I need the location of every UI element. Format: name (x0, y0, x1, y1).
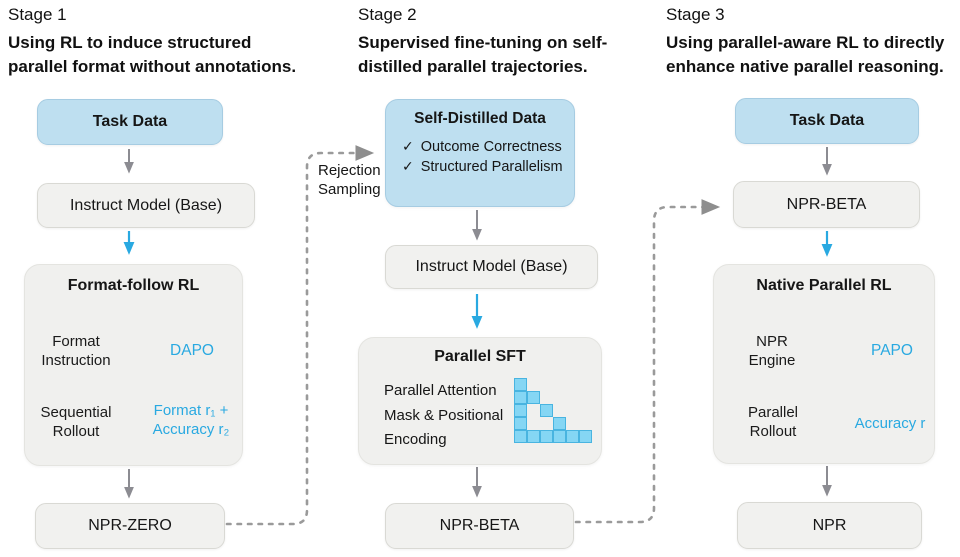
stage2-sft-title: Parallel SFT (434, 348, 526, 365)
stage2-instruct-model-box: Instruct Model (Base) (385, 245, 598, 289)
stage3-rl-algorithm: PAPO (871, 342, 913, 359)
stage2-sft-panel: Parallel SFT Parallel Attention Mask & P… (358, 337, 602, 465)
stage1-rl-panel: Format-follow RL Format Instruction Sequ… (24, 264, 243, 466)
mask-cell (514, 417, 527, 430)
mask-cell (514, 378, 527, 391)
stage2-sft-description: Parallel Attention Mask & Positional Enc… (384, 382, 504, 448)
stage1-instruct-model-label: Instruct Model (Base) (69, 196, 223, 214)
stage3-rl-step1: NPR Engine (748, 333, 796, 369)
stage2-subtitle: Supervised fine-tuning on self- distille… (358, 33, 608, 76)
stage1-task-data-label: Task Data (92, 113, 168, 130)
stage3-input-model-label: NPR-BETA (786, 195, 867, 213)
stage1-rl-step1: Format Instruction (41, 333, 111, 369)
stage2-instruct-model-label: Instruct Model (Base) (415, 258, 568, 275)
checklist-item-label: Structured Parallelism (420, 159, 563, 175)
checkmark-icon: ✓ (402, 138, 414, 154)
rejection-sampling-label: Rejection Sampling (318, 162, 381, 198)
attention-mask-icon (514, 378, 594, 444)
checklist-item: ✓ Outcome Correctness (402, 138, 563, 155)
mask-cell (527, 430, 540, 443)
checklist-item-label: Outcome Correctness (420, 139, 562, 155)
stage2-label: Stage 2 (358, 5, 417, 24)
mask-cell (540, 430, 553, 443)
stage1-output-box: NPR-ZERO (35, 503, 225, 549)
stage1-rl-step2: Sequential Rollout (40, 404, 112, 440)
stage3-rl-reward: Accuracy r (854, 415, 926, 432)
stage1-task-data-box: Task Data (37, 99, 223, 145)
stage1-label: Stage 1 (8, 5, 67, 24)
stage1-rl-reward: Format r₁ + Accuracy r₂ (152, 402, 230, 438)
stage3-output-label: NPR (812, 516, 847, 534)
mask-cell (579, 430, 592, 443)
checkmark-icon: ✓ (402, 158, 414, 174)
mask-cell (540, 404, 553, 417)
stage2-output-box: NPR-BETA (385, 503, 574, 549)
stage2-output-label: NPR-BETA (439, 517, 520, 534)
stage3-rl-title: Native Parallel RL (756, 277, 892, 294)
stage1-instruct-model-box: Instruct Model (Base) (37, 183, 255, 228)
stage1-subtitle: Using RL to induce structured parallel f… (8, 33, 297, 76)
mask-cell (527, 391, 540, 404)
stage3-input-model-box: NPR-BETA (733, 181, 920, 228)
checklist-item: ✓ Structured Parallelism (402, 158, 563, 175)
stage3-rl-panel: Native Parallel RL NPR Engine Parallel R… (713, 264, 935, 464)
stage3-task-data-label: Task Data (789, 112, 865, 129)
mask-cell (514, 404, 527, 417)
mask-cell (514, 430, 527, 443)
stage2-distilled-title: Self-Distilled Data (414, 110, 546, 127)
stage3-label: Stage 3 (666, 5, 725, 24)
stage3-subtitle: Using parallel-aware RL to directly enha… (666, 33, 945, 76)
stage3-rl-step2: Parallel Rollout (747, 404, 799, 440)
mask-cell (514, 391, 527, 404)
stage2-distilled-checklist: ✓ Outcome Correctness ✓ Structured Paral… (402, 138, 563, 175)
stage1-output-label: NPR-ZERO (88, 517, 172, 534)
mask-cell (553, 417, 566, 430)
stage3-output-box: NPR (737, 502, 922, 549)
stage1-rl-title: Format-follow RL (67, 277, 200, 294)
mask-cell (553, 430, 566, 443)
stage1-rl-algorithm: DAPO (170, 342, 214, 359)
mask-cell (566, 430, 579, 443)
stage2-distilled-box: Self-Distilled Data ✓ Outcome Correctnes… (385, 99, 575, 207)
stage3-task-data-box: Task Data (735, 98, 919, 144)
